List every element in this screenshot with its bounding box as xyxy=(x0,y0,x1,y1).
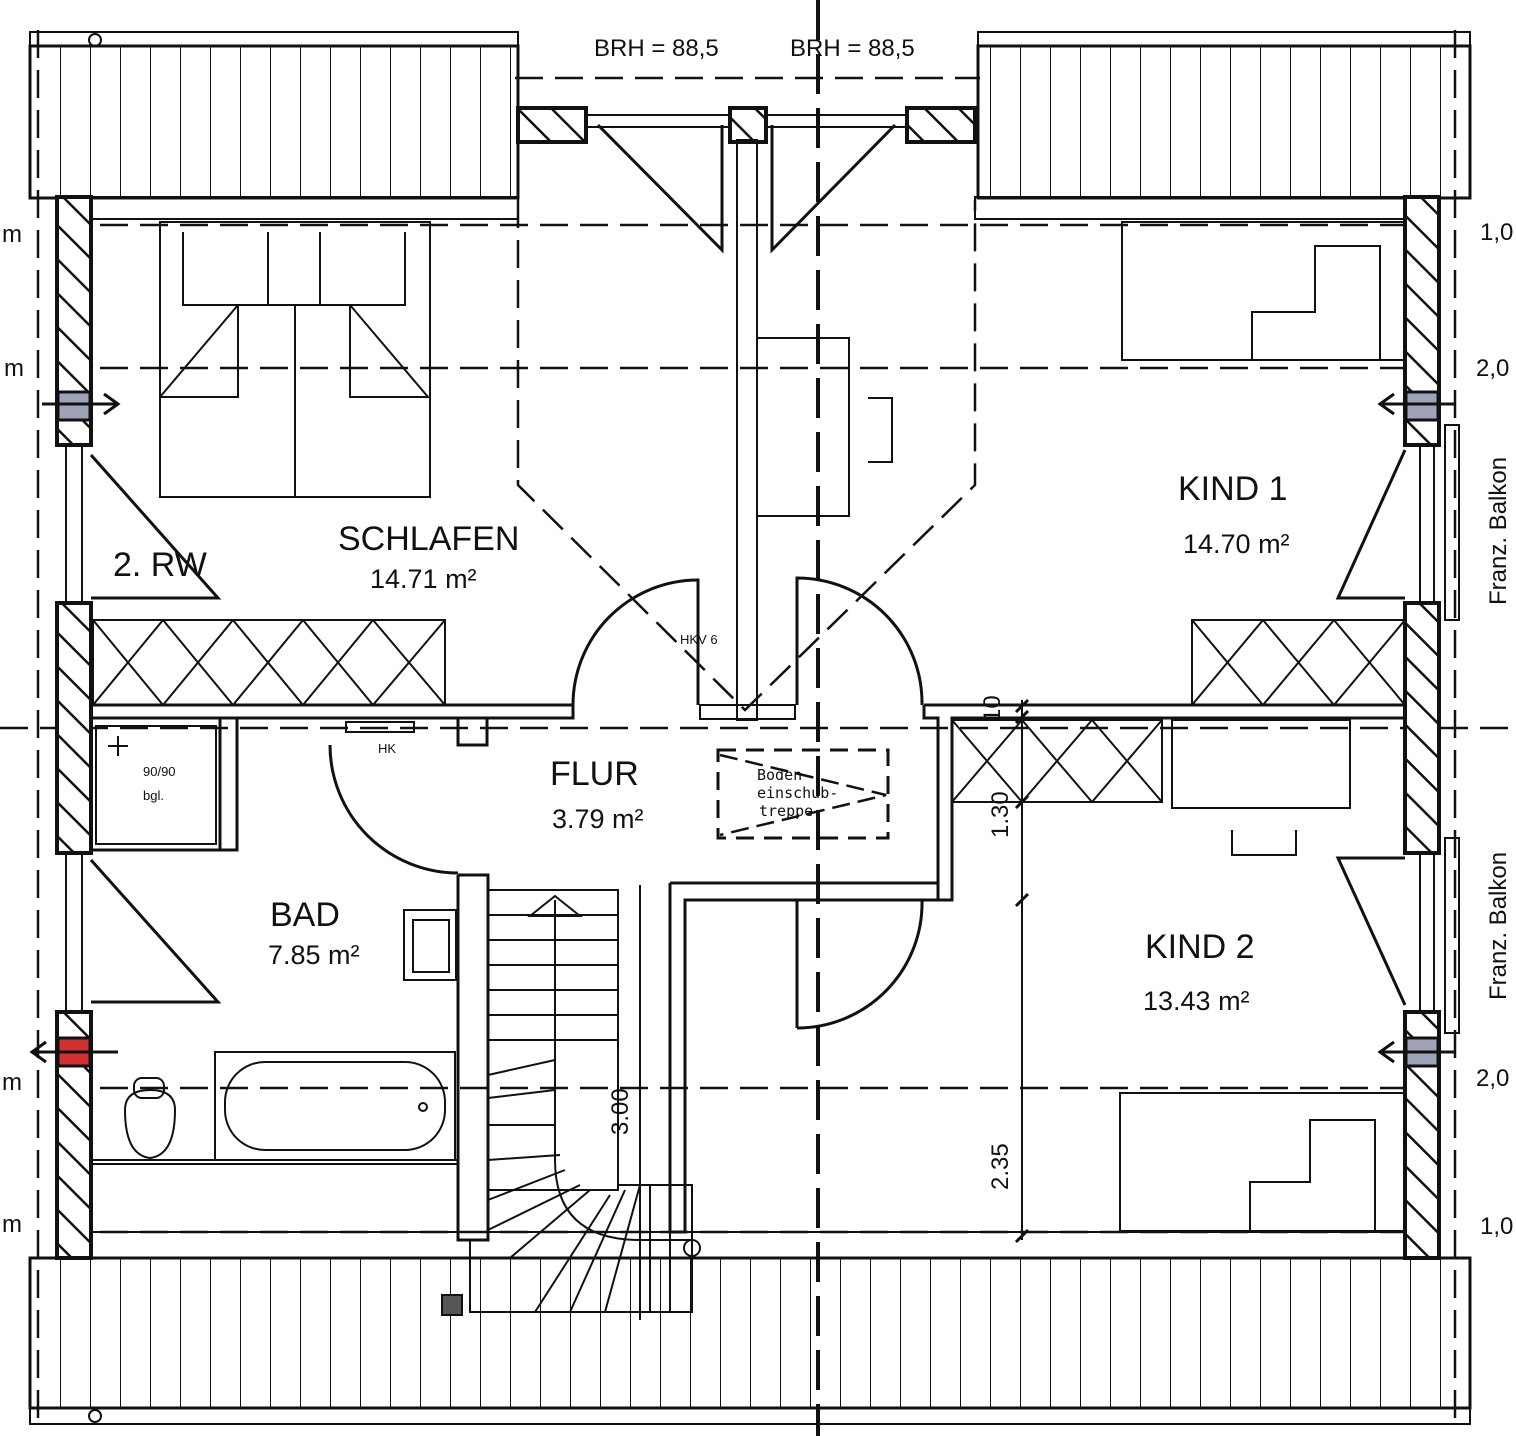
attic-stair-label-2: einschub- xyxy=(757,784,838,802)
door-schlafen[interactable] xyxy=(571,578,700,706)
brh-label-left: BRH = 88,5 xyxy=(594,35,719,62)
dimension-10: 10 xyxy=(979,695,1006,722)
rw-label: 2. RW xyxy=(113,546,207,584)
room-name-schlafen: SCHLAFEN xyxy=(338,520,519,558)
window-left-lower xyxy=(65,852,222,1013)
desk-kind2 xyxy=(1171,719,1351,856)
wardrobe-schlafen xyxy=(92,619,446,706)
toilet xyxy=(123,1077,177,1160)
height-label-1: 1,0 xyxy=(1480,219,1513,246)
hkv-label: HKV 6 xyxy=(680,632,718,647)
dormer-wall-left xyxy=(516,106,588,144)
room-name-flur: FLUR xyxy=(550,755,639,793)
attic-stair-label-1: Boden- xyxy=(757,766,811,784)
unit-label-3: m xyxy=(2,1069,22,1096)
hk-label: HK xyxy=(378,741,396,756)
radiator-hk xyxy=(345,721,415,733)
vent-arrow-right-lower xyxy=(1377,1036,1455,1068)
room-area-flur: 3.79 m² xyxy=(552,804,644,834)
roof-top-right xyxy=(976,31,1472,200)
dormer-outline xyxy=(516,200,977,712)
vent-arrow-left-lower xyxy=(29,1036,118,1068)
dormer-windows xyxy=(585,114,908,254)
room-name-kind1: KIND 1 xyxy=(1178,470,1288,508)
height-label-4: 1,0 xyxy=(1480,1213,1513,1240)
sink xyxy=(403,909,457,981)
desk-flur xyxy=(756,337,893,517)
shower xyxy=(95,725,217,845)
room-area-schlafen: 14.71 m² xyxy=(370,564,477,594)
wall-left-middle xyxy=(55,601,93,855)
knee-wall-top-right xyxy=(974,196,1406,220)
shower-sublabel: bgl. xyxy=(143,788,164,803)
staircase[interactable] xyxy=(441,885,701,1320)
room-name-bad: BAD xyxy=(270,896,340,934)
balcony-label-upper: Franz. Balkon xyxy=(1485,457,1512,605)
attic-stair[interactable] xyxy=(716,748,890,840)
wall-right-middle xyxy=(1403,601,1441,855)
knee-wall-bottom xyxy=(90,1231,1406,1259)
door-bad[interactable] xyxy=(328,744,459,875)
dormer-wall-center xyxy=(728,106,768,144)
bed-kind1 xyxy=(1121,221,1406,361)
unit-label-1: m xyxy=(2,221,22,248)
room-name-kind2: KIND 2 xyxy=(1145,928,1255,966)
dimension-300: 3.00 xyxy=(607,1088,634,1135)
height-label-2: 2,0 xyxy=(1476,355,1509,382)
dimension-235: 2.35 xyxy=(987,1143,1014,1190)
vent-arrow-right-upper xyxy=(1377,390,1455,422)
wardrobe-kind1 xyxy=(1191,619,1406,706)
knee-wall-top-left xyxy=(90,196,519,220)
unit-label-4: m xyxy=(2,1211,22,1238)
room-area-kind2: 13.43 m² xyxy=(1143,986,1250,1016)
dormer-wall-right xyxy=(905,106,977,144)
dimension-lines xyxy=(1014,698,1030,1244)
attic-stair-label-3: treppe xyxy=(759,802,813,820)
balcony-rail xyxy=(1444,837,1460,1034)
wardrobe-kind2 xyxy=(951,719,1163,803)
height-label-3: 2,0 xyxy=(1476,1065,1509,1092)
balcony-rail xyxy=(1444,424,1460,621)
unit-label-2: m xyxy=(4,355,24,382)
door-kind2[interactable] xyxy=(795,899,924,1030)
roof-top-left xyxy=(28,31,520,200)
bed-kind2 xyxy=(1119,1092,1406,1232)
brh-label-right: BRH = 88,5 xyxy=(790,35,915,62)
room-area-kind1: 14.70 m² xyxy=(1183,529,1290,559)
room-area-bad: 7.85 m² xyxy=(268,940,360,970)
balcony-label-lower: Franz. Balkon xyxy=(1485,852,1512,1000)
window-right-upper xyxy=(1335,424,1460,621)
vent-arrow-left-upper xyxy=(42,390,121,422)
shower-label: 90/90 xyxy=(143,764,176,779)
double-bed xyxy=(159,221,431,498)
window-right-lower xyxy=(1335,837,1460,1034)
door-kind1[interactable] xyxy=(795,576,924,706)
window-left-upper xyxy=(65,444,222,604)
dimension-130: 1.30 xyxy=(987,791,1014,838)
bathtub xyxy=(214,1051,456,1161)
roof-bottom xyxy=(28,1256,1472,1425)
